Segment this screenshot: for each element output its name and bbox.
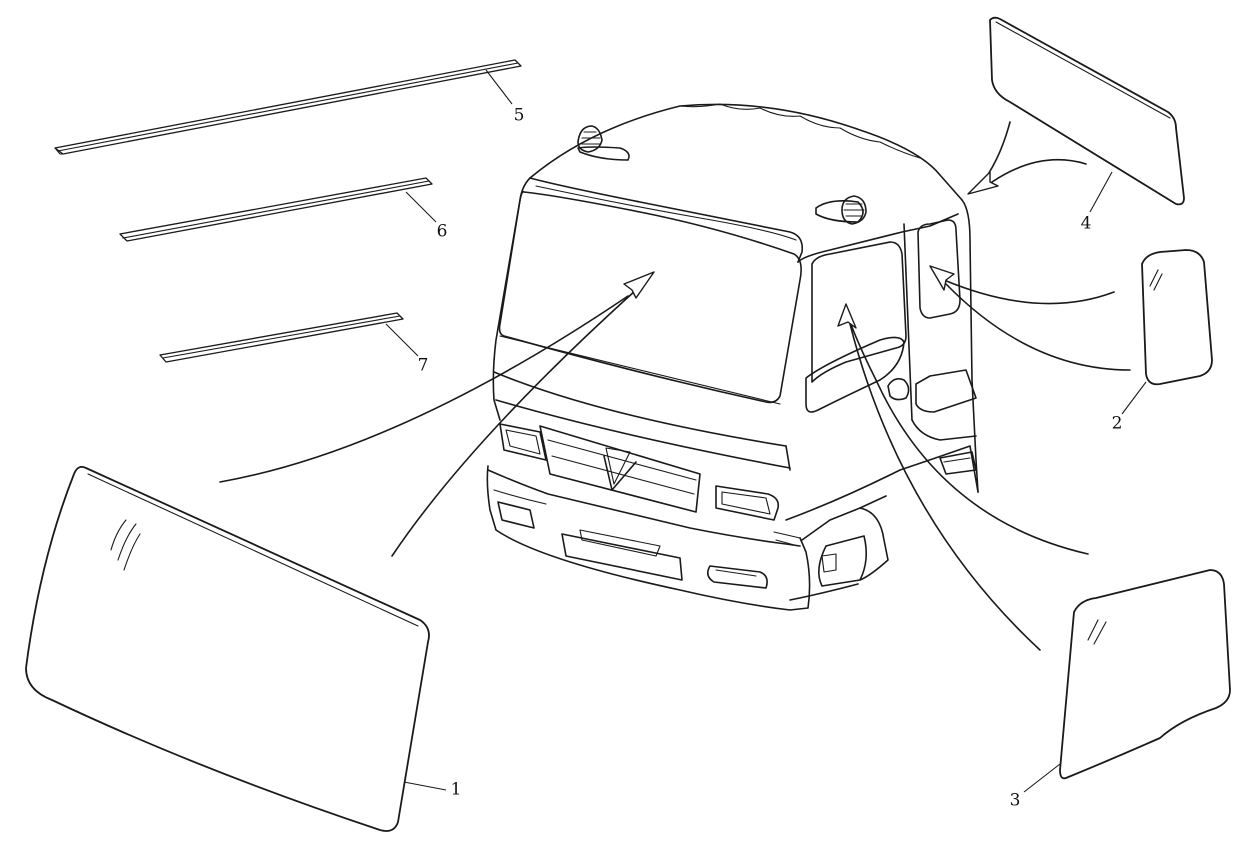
assembly-arrow-windshield (219, 271, 655, 557)
headlamp-left (499, 423, 547, 461)
callout-3: 3 (1010, 763, 1061, 811)
callout-label-4: 4 (1081, 214, 1092, 234)
callout-label-5: 5 (514, 106, 525, 126)
door-window-opening (805, 241, 907, 413)
trim-strip-7 (159, 312, 404, 363)
callout-label-6: 6 (437, 222, 448, 242)
callout-5: 5 (485, 69, 525, 126)
callout-4: 4 (1081, 171, 1113, 234)
callout-2: 2 (1112, 381, 1147, 434)
front-grille (539, 425, 701, 513)
callout-6: 6 (405, 191, 448, 242)
callout-label-1: 1 (451, 780, 462, 800)
front-bumper (486, 465, 811, 611)
callout-label-2: 2 (1112, 414, 1123, 434)
callout-7: 7 (385, 323, 429, 376)
rear-glass-4 (989, 16, 1185, 206)
assembly-arrow-door-glass (837, 303, 1089, 651)
door-glass-3 (1059, 569, 1231, 780)
trim-strip-5 (54, 59, 522, 155)
callout-1: 1 (403, 780, 462, 800)
headlamp-right (715, 485, 780, 521)
assembly-arrow-quarter-glass (929, 265, 1131, 371)
quarter-window-opening (917, 219, 961, 319)
quarter-glass-2 (1141, 249, 1213, 386)
roof-marker-light-right (815, 195, 867, 225)
trim-strip-6 (119, 177, 433, 242)
truck-cab (486, 103, 979, 611)
callout-label-7: 7 (418, 356, 429, 376)
windshield-glass-1 (25, 465, 430, 832)
assembly-arrow-rear-glass (967, 121, 1087, 195)
callout-label-3: 3 (1010, 791, 1021, 811)
roof-marker-light-left (577, 125, 630, 161)
